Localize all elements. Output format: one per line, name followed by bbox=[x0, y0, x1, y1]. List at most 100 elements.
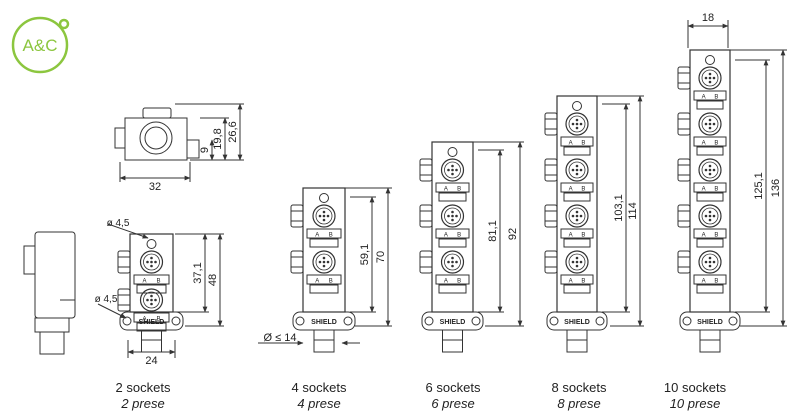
model-label-2: 2 sockets 2 prese bbox=[88, 380, 198, 412]
label-plate bbox=[435, 182, 470, 193]
label-window bbox=[438, 284, 467, 294]
socket-letter-a: A bbox=[569, 279, 573, 285]
side-view-connector bbox=[23, 245, 36, 275]
label-plate bbox=[435, 228, 470, 239]
socket-pin bbox=[451, 260, 454, 264]
socket-letter-b: B bbox=[156, 317, 160, 323]
dimension-value: 18 bbox=[702, 12, 714, 24]
socket-pin bbox=[704, 214, 708, 218]
label-window bbox=[563, 146, 591, 156]
label-window bbox=[563, 192, 591, 202]
label-plate bbox=[560, 228, 594, 239]
socket-icon bbox=[440, 250, 465, 274]
hole-diameter-bottom: ø 4,5 bbox=[95, 294, 118, 305]
socket-pin bbox=[154, 298, 157, 302]
socket-ring bbox=[701, 69, 719, 87]
label-plate bbox=[560, 136, 594, 147]
socket-icon bbox=[312, 204, 336, 228]
label-window bbox=[438, 238, 467, 248]
dimension-value: 92 bbox=[507, 228, 519, 240]
socket-pin bbox=[708, 80, 712, 84]
cable-diameter: Ø ≤ 14 bbox=[264, 332, 297, 344]
dimension-value: 81,1 bbox=[487, 220, 499, 241]
socket-pin bbox=[704, 76, 708, 80]
socket-pin bbox=[150, 302, 153, 306]
socket-letter-b: B bbox=[329, 279, 333, 285]
mounting-hole-top bbox=[146, 239, 157, 249]
socket-ring bbox=[143, 253, 160, 271]
socket-pin bbox=[318, 260, 322, 264]
label-window bbox=[309, 284, 339, 294]
socket-pin bbox=[447, 260, 450, 264]
socket-ring bbox=[568, 115, 586, 133]
socket-pin bbox=[571, 168, 575, 172]
socket-pin bbox=[322, 210, 326, 214]
label-plate bbox=[693, 274, 727, 285]
socket-pin bbox=[575, 122, 579, 126]
dimension-value: 32 bbox=[149, 181, 161, 193]
socket-pin bbox=[154, 260, 157, 264]
label-window bbox=[563, 238, 591, 248]
socket-pin bbox=[704, 260, 708, 264]
model-label-6: 6 sockets 6 prese bbox=[398, 380, 508, 412]
dimension-value: 26,6 bbox=[227, 121, 239, 142]
label-plate bbox=[693, 136, 727, 147]
socket-letter-a: A bbox=[315, 279, 319, 285]
socket-letter-b: B bbox=[714, 279, 718, 285]
mounting-hole-top bbox=[319, 193, 329, 203]
socket-letter-a: A bbox=[569, 141, 573, 147]
socket-letter-b: B bbox=[457, 187, 461, 193]
socket-letter-a: A bbox=[444, 187, 448, 193]
model-name: 8 sockets bbox=[551, 380, 607, 395]
socket-pin bbox=[318, 214, 322, 218]
socket-pin bbox=[150, 256, 153, 260]
socket-pin bbox=[708, 76, 712, 80]
brand-label: SHIELD bbox=[440, 319, 466, 326]
ac-logo: A&C bbox=[6, 14, 74, 76]
socket-icon bbox=[139, 250, 164, 274]
model-name-it: 10 prese bbox=[669, 396, 721, 411]
socket-ring bbox=[701, 115, 719, 133]
side-connector bbox=[544, 250, 558, 274]
mounting-hole-bottom bbox=[682, 316, 692, 326]
side-connector bbox=[419, 250, 433, 274]
socket-pin bbox=[451, 164, 454, 168]
label-plate bbox=[693, 90, 727, 101]
socket-icon bbox=[565, 250, 589, 274]
socket-icon bbox=[565, 112, 589, 136]
socket-ring bbox=[701, 161, 719, 179]
dimension-value: 9 bbox=[199, 147, 211, 153]
socket-letter-a: A bbox=[569, 187, 573, 193]
side-connector bbox=[419, 204, 433, 228]
socket-pin bbox=[575, 260, 579, 264]
model-name: 4 sockets bbox=[291, 380, 347, 395]
socket-pin bbox=[455, 214, 458, 218]
side-view-gland bbox=[39, 331, 65, 355]
socket-ring bbox=[315, 207, 333, 225]
socket-pin bbox=[575, 168, 579, 172]
brand-label: SHIELD bbox=[564, 319, 590, 326]
model-label-4: 4 sockets 4 prese bbox=[264, 380, 374, 412]
socket-pin bbox=[704, 168, 708, 172]
socket-ring bbox=[701, 207, 719, 225]
socket-ring bbox=[444, 253, 461, 271]
mounting-hole-bottom bbox=[424, 316, 434, 326]
brand-label: SHIELD bbox=[697, 319, 723, 326]
socket-icon bbox=[698, 112, 722, 136]
socket-letter-a: A bbox=[444, 279, 448, 285]
socket-icon bbox=[698, 204, 722, 228]
label-plate bbox=[693, 228, 727, 239]
socket-ring bbox=[701, 253, 719, 271]
socket-icon bbox=[312, 250, 336, 274]
side-connector bbox=[544, 158, 558, 182]
label-window bbox=[438, 192, 467, 202]
socket-pin bbox=[150, 264, 153, 268]
label-window bbox=[136, 322, 167, 332]
model-name: 2 sockets bbox=[115, 380, 171, 395]
side-connector bbox=[290, 204, 304, 228]
socket-letter-a: A bbox=[702, 95, 706, 101]
socket-pin bbox=[571, 260, 575, 264]
socket-pin bbox=[708, 260, 712, 264]
socket-pin bbox=[447, 214, 450, 218]
socket-icon bbox=[698, 66, 722, 90]
